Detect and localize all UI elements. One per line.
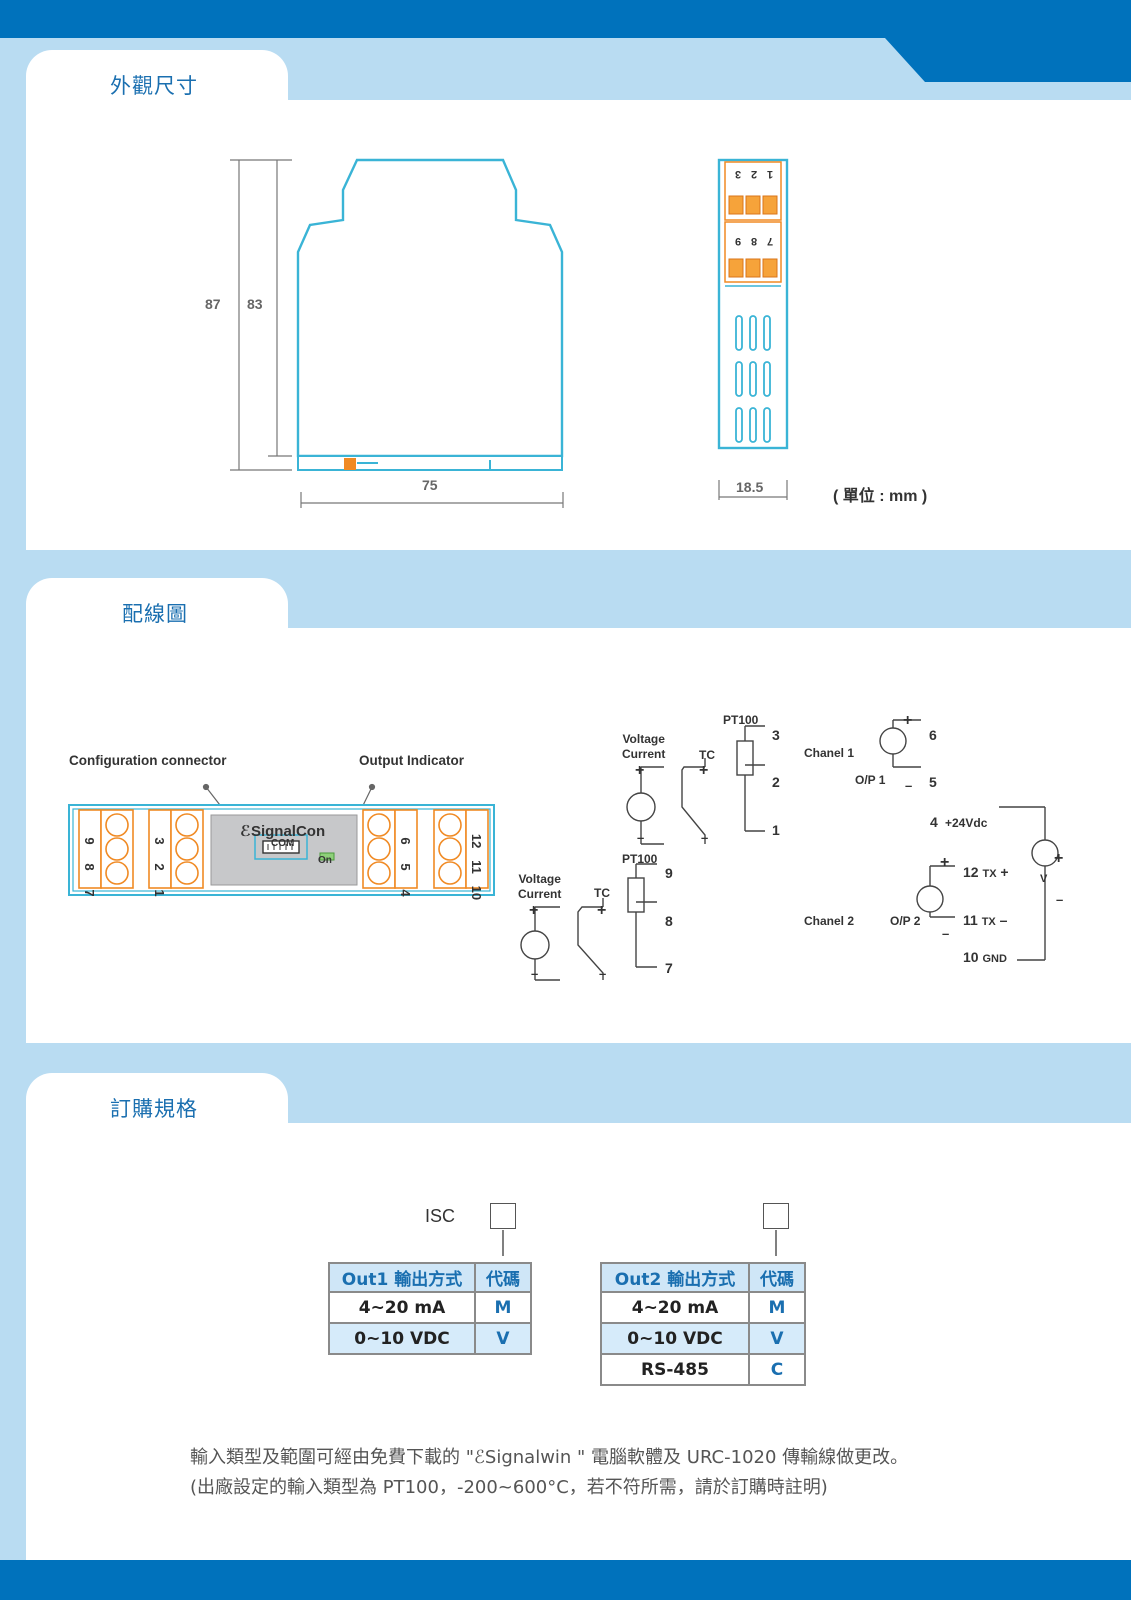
out2-code-box (763, 1203, 789, 1229)
input1-tc-plus: + (699, 762, 709, 779)
ordering-note-line2: (出廠設定的輸入類型為 PT100，-200~600°C，若不符所需，請於訂購時… (190, 1477, 828, 1498)
wiring-title: 配線圖 (122, 602, 188, 626)
input2-plus: + (529, 902, 539, 919)
model-code: ISC (425, 1206, 456, 1226)
power-label: +24Vdc (945, 816, 988, 830)
out1-header: Out1 輸出方式 代碼 (328, 1262, 532, 1293)
input2-tc-minus: – (599, 966, 607, 981)
wiring-diagram (68, 719, 1059, 981)
channel2-t10: 10 GND (963, 949, 1007, 965)
channel2-t11: 11 TX – (963, 912, 1008, 928)
channel2-minus: – (942, 926, 950, 941)
power-t4: 4 (930, 814, 938, 830)
dimensions-title: 外觀尺寸 (110, 74, 198, 98)
com-label: COM (271, 838, 295, 849)
input1-pt100-label: PT100 (723, 713, 759, 727)
output-indicator-label: Output Indicator (359, 753, 464, 768)
input2-tc-label: TC (594, 886, 610, 900)
input1-t1: 1 (772, 822, 780, 838)
ordering-note-line1: 輸入類型及範圍可經由免費下載的 "ℰSignalwin " 電腦軟體及 URC-… (190, 1447, 909, 1468)
meter-minus: – (1056, 892, 1064, 907)
input2-t7: 7 (665, 960, 673, 976)
dimensions-panel (26, 100, 1131, 550)
out1-header-code: 代碼 (474, 1262, 532, 1293)
dim-depth: 18.5 (736, 479, 764, 495)
channel1-op: O/P 1 (855, 773, 886, 787)
channel1-t5: 5 (929, 774, 937, 790)
out2-header: Out2 輸出方式 代碼 (600, 1262, 806, 1293)
ordering-panel (26, 1123, 1131, 1560)
meter-label: V (1040, 873, 1048, 885)
ordering-title: 訂購規格 (110, 1097, 198, 1121)
bottom-banner (0, 1560, 1131, 1600)
table-row: 4~20 mA M (328, 1291, 532, 1324)
channel2-t12: 12 TX + (963, 864, 1009, 880)
meter-plus: + (1054, 850, 1064, 867)
out2-header-code: 代碼 (748, 1262, 806, 1293)
dim-height-outer: 87 (205, 296, 221, 312)
dimension-drawing (230, 158, 789, 508)
channel1-label: Chanel 1 (804, 746, 855, 760)
out2-row-type: RS-485 (600, 1353, 750, 1386)
out2-row-type: 0~10 VDC (600, 1322, 750, 1355)
out1-row-type: 4~20 mA (328, 1291, 476, 1324)
input2-t9: 9 (665, 865, 673, 881)
input1-t3: 3 (772, 727, 780, 743)
input2-pt100-label: PT100 (622, 852, 658, 866)
code-box-connectors (502, 1230, 777, 1256)
on-label: On (318, 855, 332, 866)
table-row: 0~10 VDC V (328, 1322, 532, 1355)
out1-code-box (490, 1203, 516, 1229)
dim-height-inner: 83 (247, 296, 263, 312)
dim-width: 75 (422, 477, 438, 493)
out1-header-type: Out1 輸出方式 (328, 1262, 476, 1293)
channel1-t6: 6 (929, 727, 937, 743)
channel2-plus: + (940, 854, 950, 871)
out2-row-code: C (748, 1353, 806, 1386)
input1-plus: + (635, 762, 645, 779)
out1-row-code: M (474, 1291, 532, 1324)
device-brand: ℰSignalCon (240, 823, 326, 840)
wiring-tab (26, 578, 288, 630)
out2-row-code: M (748, 1291, 806, 1324)
input1-minus: – (637, 830, 645, 845)
input2-tc-plus: + (597, 902, 607, 919)
out2-header-type: Out2 輸出方式 (600, 1262, 750, 1293)
config-connector-label: Configuration connector (69, 753, 227, 768)
table-row: 4~20 mA M (600, 1291, 806, 1324)
out1-table: Out1 輸出方式 代碼 4~20 mA M 0~10 VDC V (328, 1262, 532, 1355)
out2-row-type: 4~20 mA (600, 1291, 750, 1324)
out1-row-type: 0~10 VDC (328, 1322, 476, 1355)
out1-row-code: V (474, 1322, 532, 1355)
input2-minus: – (531, 966, 539, 981)
channel2-op: O/P 2 (890, 914, 921, 928)
top-banner (0, 0, 1131, 38)
channel1-plus: + (903, 712, 913, 729)
input1-t2: 2 (772, 774, 780, 790)
unit-note: ( 單位 : mm ) (833, 488, 928, 505)
out2-table: Out2 輸出方式 代碼 4~20 mA M 0~10 VDC V RS-485… (600, 1262, 806, 1386)
table-row: 0~10 VDC V (600, 1322, 806, 1355)
channel1-minus: – (905, 778, 913, 793)
input1-tc-minus: – (701, 830, 709, 845)
channel2-label: Chanel 2 (804, 914, 855, 928)
out2-row-code: V (748, 1322, 806, 1355)
ordering-tab (26, 1073, 288, 1125)
top-banner-accent (885, 38, 1131, 82)
table-row: RS-485 C (600, 1353, 806, 1386)
input2-t8: 8 (665, 913, 673, 929)
input1-tc-label: TC (699, 748, 715, 762)
dimensions-tab (26, 50, 288, 102)
